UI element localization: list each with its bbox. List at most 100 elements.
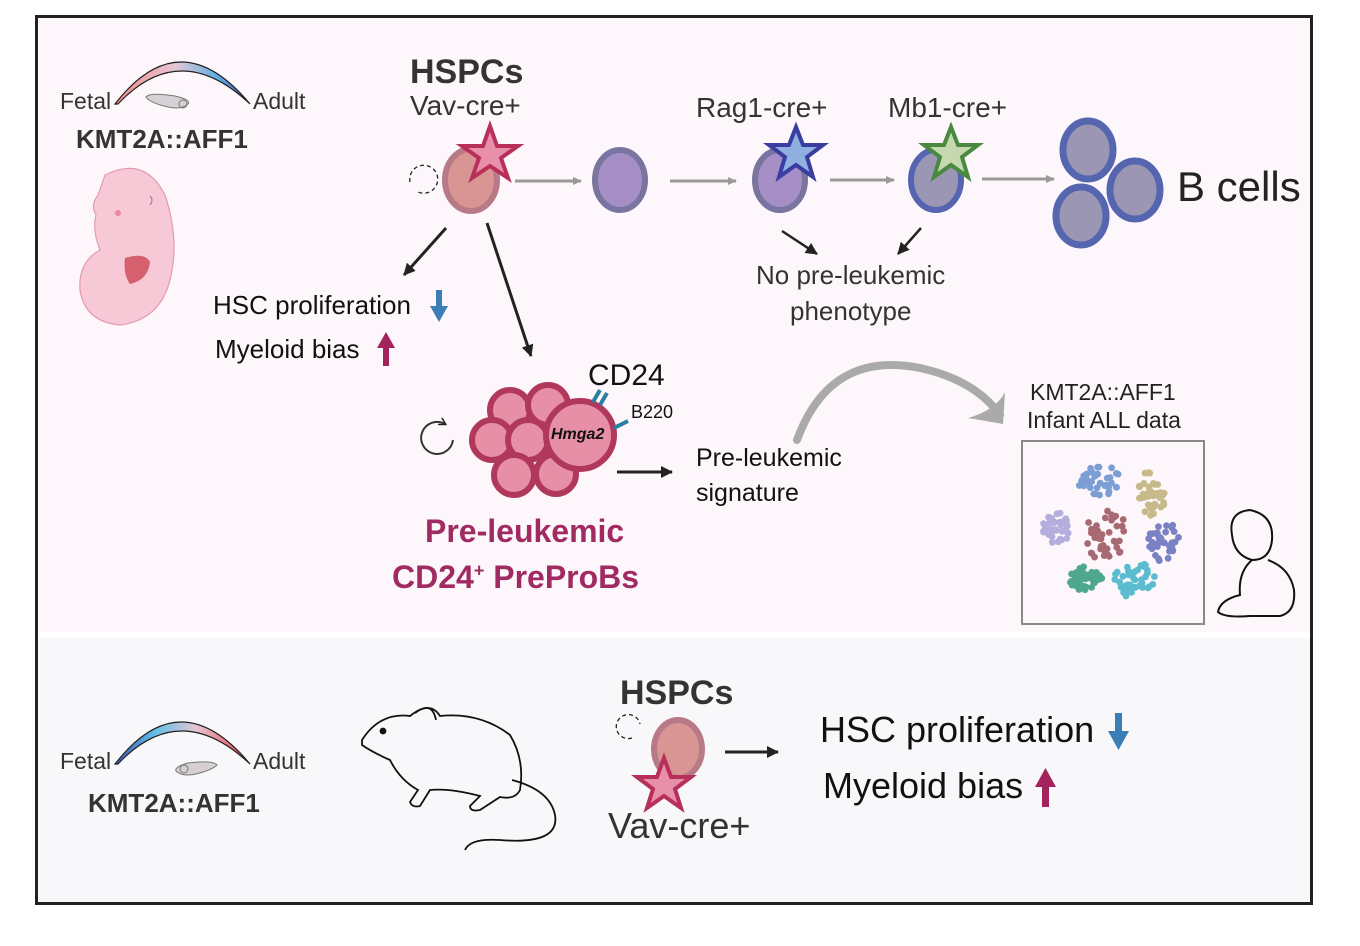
- tsne-point: [1101, 482, 1109, 490]
- cd24-marker-label: CD24: [588, 359, 665, 392]
- self-renewal-icon: [420, 422, 454, 455]
- tsne-point: [1119, 572, 1127, 580]
- fetal-adult-gauge: [113, 61, 251, 109]
- tsne-point: [1094, 463, 1102, 471]
- gauge-fetal-label-bottom: Fetal: [60, 748, 112, 774]
- tsne-point: [1040, 520, 1047, 527]
- mb1-cre-label: Mb1-cre+: [888, 92, 1008, 123]
- myeloid-bias-label: Myeloid bias: [215, 334, 360, 364]
- hspc-cell-top: [409, 119, 525, 214]
- tsne-point: [1113, 544, 1121, 551]
- tsne-point: [1049, 538, 1056, 546]
- tsne-point: [1105, 529, 1113, 536]
- fusion-gene-label-bottom: KMT2A::AFF1: [88, 788, 260, 818]
- tsne-point: [1051, 526, 1059, 534]
- preprob-text: PreProBs: [484, 559, 640, 595]
- tsne-point: [1141, 508, 1149, 516]
- vav-cre-star-icon: [455, 119, 525, 183]
- tsne-point: [1169, 547, 1177, 555]
- tsne-point: [1145, 535, 1153, 542]
- tsne-point: [1058, 527, 1066, 535]
- tsne-point: [1093, 522, 1100, 530]
- tsne-point: [1087, 464, 1094, 472]
- hsc-proliferation-label-bottom: HSC proliferation: [820, 709, 1095, 750]
- tsne-point: [1094, 470, 1102, 478]
- gauge-adult-label-bottom: Adult: [253, 748, 306, 774]
- signature-line2: signature: [696, 479, 799, 507]
- rag1-cre-star-icon: [763, 121, 829, 182]
- tsne-point: [1164, 554, 1172, 562]
- tsne-point: [1112, 570, 1119, 578]
- cd24-plus-superscript: +: [473, 560, 485, 581]
- preleukemic-cluster: [420, 382, 629, 498]
- tsne-point: [1160, 499, 1167, 506]
- tsne-point: [1054, 538, 1062, 546]
- mouse-icon: [361, 706, 557, 851]
- tsne-point: [1094, 527, 1102, 535]
- down-arrow-icon: [1108, 713, 1129, 750]
- tsne-point: [1110, 537, 1118, 545]
- tsne-point: [1087, 529, 1095, 537]
- tsne-point: [1119, 516, 1127, 523]
- gauge-fetal-label: Fetal: [60, 88, 112, 114]
- tsne-point: [1103, 545, 1111, 553]
- tsne-point: [1086, 484, 1094, 491]
- rag1-cell: [752, 121, 829, 213]
- tsne-point: [1063, 535, 1071, 542]
- tsne-point: [1101, 514, 1109, 522]
- tsne-point: [1145, 483, 1153, 491]
- tsne-point: [1061, 517, 1069, 524]
- preleukemic-title-line2: CD24+ PreProBs: [392, 561, 639, 593]
- tsne-point: [1144, 569, 1151, 577]
- tsne-point: [1110, 513, 1118, 521]
- tsne-point: [1116, 537, 1123, 545]
- tsne-point: [1053, 510, 1061, 518]
- tsne-point: [1126, 581, 1134, 589]
- tsne-point: [1145, 583, 1153, 590]
- tsne-point: [1159, 492, 1167, 499]
- hsc-proliferation-label: HSC proliferation: [213, 290, 411, 320]
- tsne-point: [1123, 588, 1130, 595]
- tsne-point: [1080, 582, 1088, 590]
- tsne-point: [1135, 482, 1143, 490]
- tsne-point: [1140, 494, 1148, 501]
- tsne-point: [1151, 491, 1159, 499]
- down-arrow-icon: [430, 290, 448, 322]
- hspc-title: HSPCs: [410, 53, 524, 91]
- signature-line1: Pre-leukemic: [696, 444, 842, 472]
- tsne-point: [1092, 490, 1099, 498]
- self-renewal-dashed-icon: [615, 713, 641, 740]
- tsne-point: [1080, 479, 1088, 487]
- tsne-point: [1131, 576, 1139, 584]
- b220-marker-label: B220: [631, 402, 674, 422]
- tsne-point: [1120, 527, 1128, 535]
- tsne-point: [1152, 552, 1159, 559]
- hmga2-gene-label: Hmga2: [551, 426, 605, 443]
- tsne-point: [1084, 540, 1091, 547]
- infant-icon: [1216, 508, 1296, 618]
- infant-all-tsne-plot: [1040, 463, 1182, 600]
- b-cells-label: B cells: [1177, 163, 1301, 210]
- tsne-point: [1093, 484, 1101, 492]
- gauge-needle-icon: [175, 761, 218, 776]
- tsne-point: [1151, 573, 1158, 580]
- tsne-point: [1162, 528, 1169, 536]
- fetal-adult-gauge-bottom: [113, 721, 251, 776]
- hspc-cell-bottom: [615, 713, 705, 814]
- tsne-point: [1088, 478, 1096, 485]
- tsne-point: [1083, 470, 1091, 478]
- progenitor-cell: [592, 147, 648, 213]
- b-cells-cluster: [1052, 117, 1164, 249]
- tsne-point: [1152, 529, 1160, 537]
- infant-data-line2: Infant ALL data: [1027, 407, 1181, 433]
- tsne-point: [1175, 534, 1182, 541]
- up-arrow-icon: [1035, 768, 1056, 807]
- tsne-point: [1138, 579, 1146, 587]
- vav-cre-label-bottom: Vav-cre+: [608, 805, 751, 846]
- no-phenotype-line2: phenotype: [790, 296, 912, 326]
- tsne-point: [1075, 571, 1083, 579]
- mb1-cell: [908, 121, 984, 213]
- cd24-text: CD24: [392, 559, 474, 595]
- tsne-point: [1151, 500, 1159, 508]
